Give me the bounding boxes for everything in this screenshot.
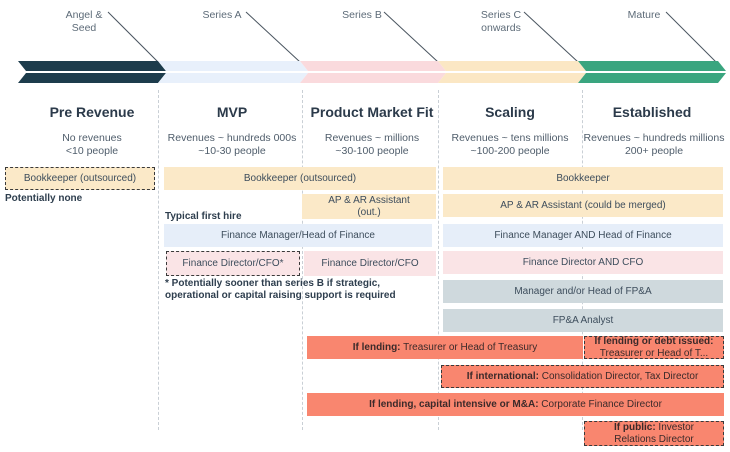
- stage-pointer-line: [245, 11, 301, 63]
- conditional-debt-treasury: If lending or debt issued: Treasurer or …: [584, 336, 724, 359]
- stage-segment-series-c: [438, 61, 586, 83]
- role-line: AP & AR Assistant: [328, 194, 410, 206]
- role-fpa-analyst: FP&A Analyst: [443, 309, 723, 332]
- condition-label: If public:: [613, 421, 656, 433]
- role-line: (out.): [357, 206, 381, 218]
- role-finance-manager-and-head: Finance Manager AND Head of Finance: [443, 224, 723, 247]
- role-fpa-head: Manager and/or Head of FP&A: [443, 280, 723, 303]
- footnote-line: operational or capital raising support i…: [165, 290, 396, 301]
- stage-label-line: Seed: [71, 22, 97, 34]
- desc-line: Revenues ~ millions: [324, 132, 420, 144]
- stage-pointer-line: [665, 11, 717, 63]
- stage-label-series-c: Series C onwards: [468, 9, 534, 35]
- footnote-line: * Potentially sooner than series B if st…: [165, 278, 381, 289]
- role-bookkeeper: Bookkeeper: [443, 167, 723, 190]
- stage-label-line: Series C: [480, 9, 522, 21]
- condition-role: Consolidation Director, Tax Director: [538, 370, 699, 382]
- role-finance-manager-head: Finance Manager/Head of Finance: [164, 224, 432, 247]
- stage-pointer-line: [107, 11, 159, 63]
- condition-label: If lending:: [352, 341, 401, 353]
- stage-label-angel-seed: Angel & Seed: [52, 9, 116, 35]
- column-divider: [302, 90, 303, 430]
- desc-line: <10 people: [65, 145, 119, 157]
- note-typical-first-hire: Typical first hire: [165, 211, 242, 222]
- desc-line: ~10-30 people: [198, 145, 266, 157]
- conditional-international: If international: Consolidation Director…: [441, 365, 724, 388]
- conditional-public-ir: If public: Investor Relations Director: [584, 421, 724, 446]
- role-ap-ar-merged: AP & AR Assistant (could be merged): [443, 194, 723, 217]
- stage-label-series-b: Series B: [330, 9, 394, 22]
- desc-line: ~30-100 people: [335, 145, 409, 157]
- role-finance-director-and-cfo: Finance Director AND CFO: [443, 251, 723, 274]
- condition-label: If international:: [466, 370, 539, 382]
- column-desc-established: Revenues ~ hundreds millions 200+ people: [580, 132, 728, 158]
- column-title-mvp: MVP: [216, 104, 248, 120]
- stage-segment-series-b: [300, 61, 446, 83]
- stage-pointer-line: [523, 11, 579, 63]
- desc-line: Revenues ~ tens millions: [451, 132, 569, 144]
- column-desc-pre-revenue: No revenues <10 people: [22, 132, 162, 158]
- stage-label-mature: Mature: [612, 9, 676, 22]
- condition-role: Treasurer or Head of Treasury: [400, 341, 538, 353]
- stage-segment-mature: [578, 61, 726, 83]
- stage-segment-angel-seed: [18, 61, 166, 83]
- role-bookkeeper-outsourced: Bookkeeper (outsourced): [164, 167, 436, 190]
- stage-segment-series-a: [158, 61, 308, 83]
- column-title-scaling: Scaling: [485, 104, 535, 120]
- column-divider: [438, 90, 439, 430]
- condition-role: Corporate Finance Director: [538, 398, 662, 410]
- stage-label-line: Mature: [627, 9, 661, 21]
- column-desc-mvp: Revenues ~ hundreds 000s ~10-30 people: [158, 132, 306, 158]
- note-potentially-none: Potentially none: [5, 193, 83, 204]
- role-bookkeeper-outsourced-pre: Bookkeeper (outsourced): [5, 167, 155, 190]
- conditional-corporate-finance: If lending, capital intensive or M&A: Co…: [307, 393, 724, 416]
- stage-label-line: Angel &: [65, 9, 103, 21]
- stage-arrow-band: [18, 11, 726, 83]
- conditional-lending-treasury: If lending: Treasurer or Head of Treasur…: [307, 336, 583, 359]
- stage-pointer-line: [383, 11, 439, 63]
- column-title-pre-revenue: Pre Revenue: [49, 104, 135, 120]
- column-desc-scaling: Revenues ~ tens millions ~100-200 people: [440, 132, 580, 158]
- desc-line: Revenues ~ hundreds millions: [583, 132, 725, 144]
- desc-line: 200+ people: [624, 145, 684, 157]
- desc-line: No revenues: [62, 132, 122, 144]
- condition-role: Investor: [655, 421, 695, 433]
- role-finance-director-cfo: Finance Director/CFO: [304, 251, 436, 276]
- column-desc-pmf: Revenues ~ millions ~30-100 people: [302, 132, 442, 158]
- desc-line: Revenues ~ hundreds 000s: [167, 132, 297, 144]
- condition-role: Relations Director: [614, 433, 694, 445]
- footnote-series-b: * Potentially sooner than series B if st…: [165, 278, 396, 302]
- desc-line: ~100-200 people: [470, 145, 550, 157]
- role-finance-director-cfo-star: Finance Director/CFO*: [166, 251, 300, 276]
- stage-label-series-a: Series A: [190, 9, 254, 22]
- column-title-pmf: Product Market Fit: [310, 104, 434, 120]
- column-title-established: Established: [612, 104, 692, 120]
- condition-label: If lending or debt issued:: [594, 336, 714, 347]
- column-divider: [158, 90, 159, 430]
- stage-label-line: onwards: [481, 22, 521, 34]
- condition-role: Treasurer or Head of T...: [599, 347, 709, 359]
- role-ap-ar-out: AP & AR Assistant (out.): [302, 194, 436, 219]
- stage-label-line: Series B: [342, 9, 382, 21]
- condition-label: If lending, capital intensive or M&A:: [369, 398, 539, 410]
- stage-label-line: Series A: [202, 9, 242, 21]
